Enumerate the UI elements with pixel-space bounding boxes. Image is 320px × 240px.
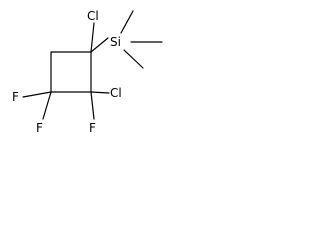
atom-label-chlorine-right: Cl xyxy=(110,86,122,100)
bond-si-methyl-bottom xyxy=(123,49,144,69)
bond-c2-f xyxy=(90,91,95,120)
atom-label-chlorine-top: Cl xyxy=(87,9,99,23)
bond-si-methyl-top xyxy=(120,10,134,34)
bond-c2-cl xyxy=(90,91,110,94)
atom-label-fluorine-bottom-left: F xyxy=(36,121,43,135)
atom-label-fluorine-bottom-right: F xyxy=(89,121,96,135)
bond-c3-f-bottom xyxy=(42,91,52,120)
molecular-structure-diagram: Cl Si Cl F F F xyxy=(12,9,163,135)
bond-c1-cl xyxy=(90,22,95,53)
atom-label-fluorine-left: F xyxy=(12,90,19,104)
atom-label-silicon: Si xyxy=(110,35,121,49)
bond-layer xyxy=(22,10,163,120)
bond-c3-f-left xyxy=(22,91,52,98)
bond-c1-si xyxy=(90,37,109,53)
atom-label-layer: Cl Si Cl F F F xyxy=(12,9,122,135)
